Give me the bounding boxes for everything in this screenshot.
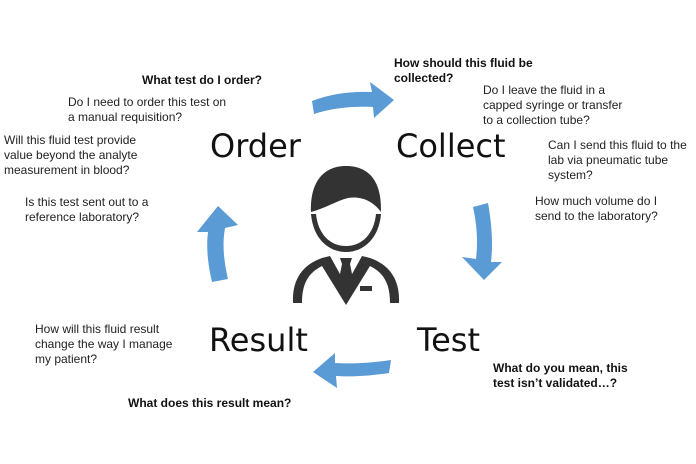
collect-question-2: Can I send this fluid to the lab via pne… [548, 138, 687, 183]
text-line: change the way I manage [35, 337, 173, 351]
text-line: lab via pneumatic tube [548, 153, 669, 167]
text-line: Do I need to order this test on [68, 95, 227, 109]
arrow-collect-to-test-icon [462, 203, 502, 280]
text-line: Will this fluid test provide [4, 133, 137, 147]
text-line: my patient? [35, 352, 98, 366]
result-main-question: What does this result mean? [128, 396, 292, 410]
stage-collect: Collect [396, 127, 506, 165]
text-line: collected? [394, 71, 454, 85]
collect-question-1: Do I leave the fluid in a capped syringe… [483, 83, 622, 128]
result-question-1: How will this fluid result change the wa… [35, 322, 172, 367]
collect-main-question: How should this fluid be collected? [394, 56, 533, 86]
text-line: measurement in blood? [4, 163, 130, 177]
text-line: system? [548, 168, 593, 182]
text-line: How much volume do I [535, 194, 658, 208]
text-line: test isn’t validated…? [493, 376, 618, 390]
text-line: What do you mean, this [493, 361, 628, 375]
text-line: Is this test sent out to a [25, 195, 149, 209]
test-main-question: What do you mean, this test isn’t valida… [493, 361, 628, 391]
order-question-2: Will this fluid test provide value beyon… [4, 133, 137, 178]
arrow-test-to-result-icon [313, 353, 391, 388]
stage-result: Result [209, 321, 308, 359]
collect-question-3: How much volume do I send to the laborat… [535, 194, 658, 224]
professional-person-icon [292, 166, 400, 305]
text-line: How will this fluid result [35, 322, 160, 336]
stage-test: Test [417, 321, 481, 359]
arrow-order-to-collect-icon [312, 82, 394, 118]
text-line: reference laboratory? [25, 210, 140, 224]
text-line: How should this fluid be [394, 56, 533, 70]
text-line: value beyond the analyte [4, 148, 138, 162]
text-line: capped syringe or transfer [483, 98, 623, 112]
text-line: Can I send this fluid to the [548, 138, 687, 152]
text-line: Do I leave the fluid in a [483, 83, 606, 97]
text-line: to a collection tube? [483, 113, 590, 127]
stage-order: Order [210, 127, 301, 165]
arrow-result-to-order-icon [197, 206, 238, 282]
order-main-question: What test do I order? [142, 73, 262, 87]
text-line: send to the laboratory? [535, 209, 658, 223]
order-question-1: Do I need to order this test on a manual… [68, 95, 226, 125]
order-question-3: Is this test sent out to a reference lab… [25, 195, 148, 225]
text-line: a manual requisition? [68, 110, 183, 124]
